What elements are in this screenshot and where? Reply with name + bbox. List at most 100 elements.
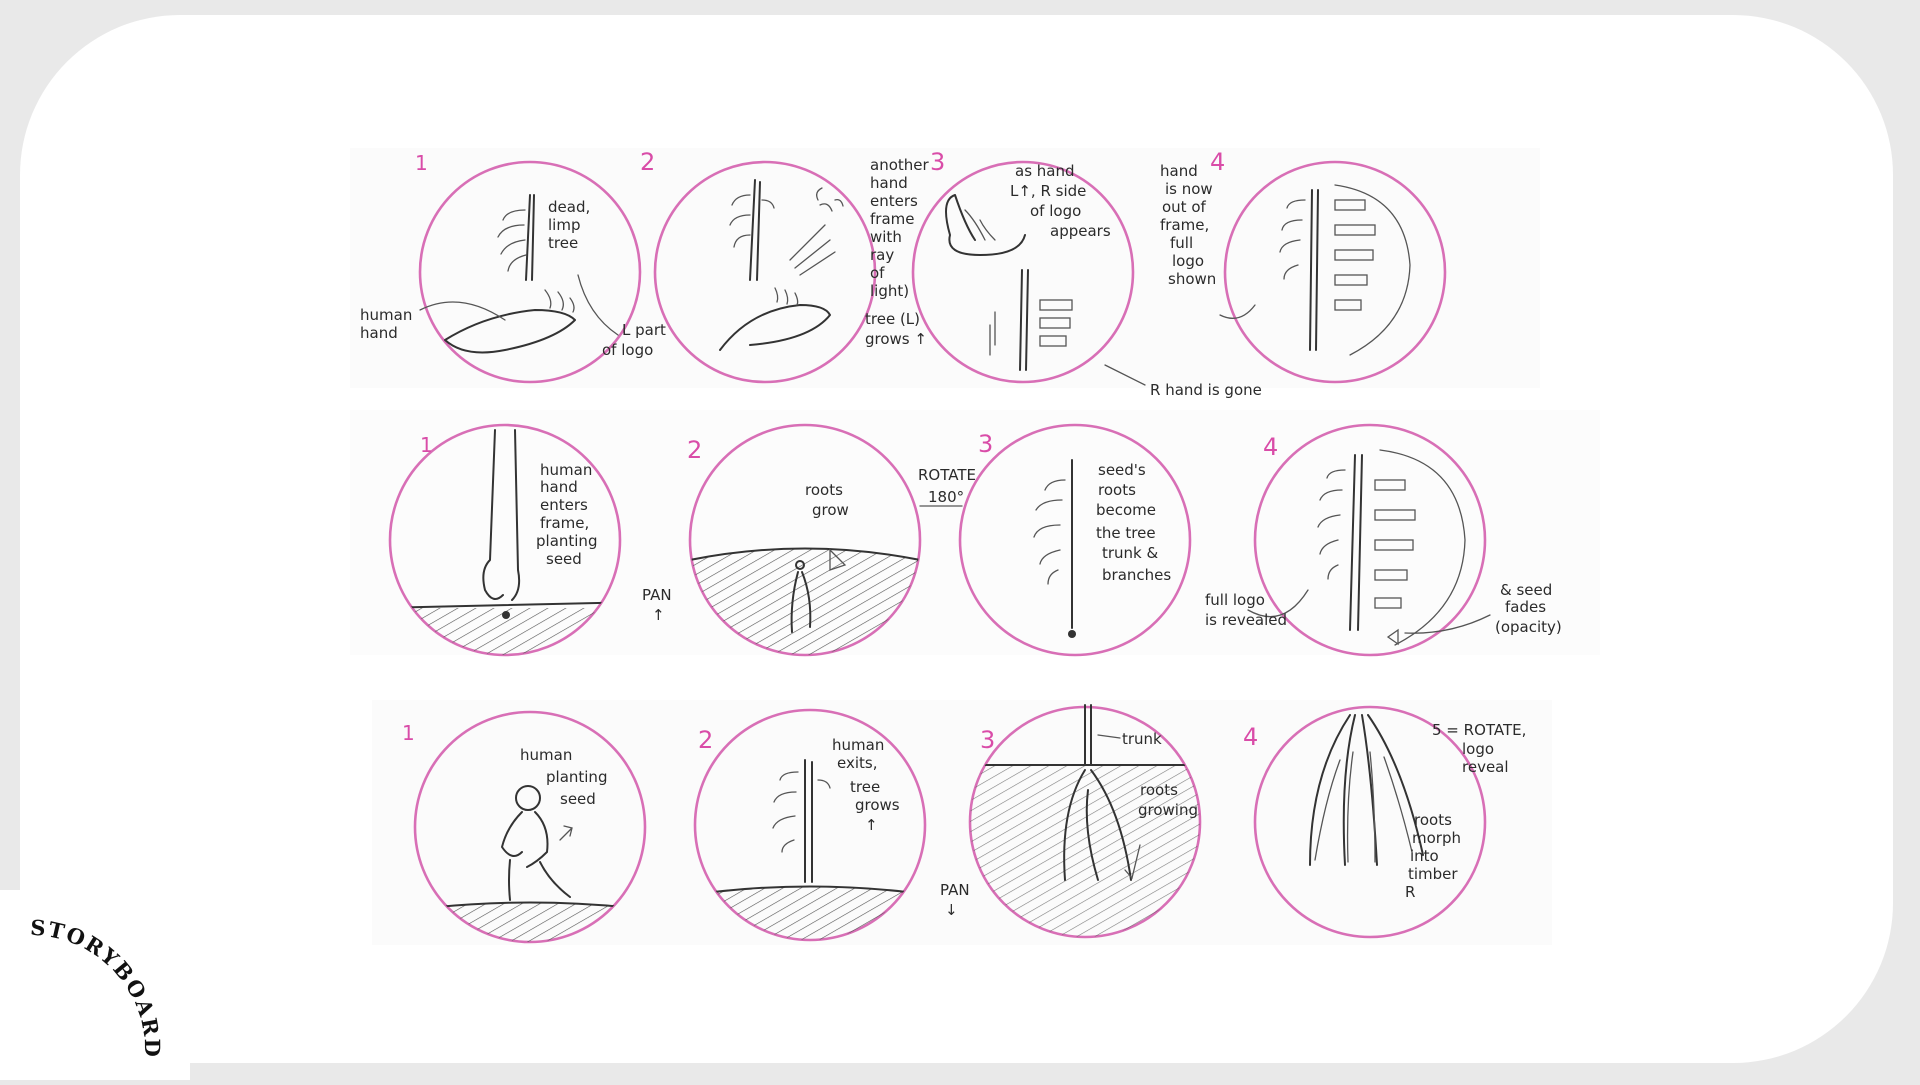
svg-text:roots: roots	[1140, 781, 1178, 799]
svg-text:planting: planting	[546, 768, 607, 786]
svg-text:frame,: frame,	[540, 514, 589, 532]
panel-frame	[418, 160, 642, 384]
row-1-panel-4: 4 hand is now out of frame,	[1160, 148, 1447, 384]
svg-text:fades: fades	[1505, 598, 1546, 616]
svg-text:full: full	[1170, 234, 1193, 252]
svg-text:is now: is now	[1165, 180, 1213, 198]
svg-text:with: with	[870, 228, 902, 246]
row-2-panel-1: 1 human hand enters frame, planting seed	[388, 423, 672, 657]
hand-sketch	[945, 194, 1026, 256]
svg-text:appears: appears	[1050, 222, 1111, 240]
ground-line	[695, 885, 925, 896]
svg-text:morph: morph	[1412, 829, 1461, 847]
panel-number: 3	[978, 430, 993, 458]
svg-text:tree: tree	[548, 234, 578, 252]
svg-text:roots: roots	[1098, 481, 1136, 499]
svg-text:L↑, R side: L↑, R side	[1010, 182, 1086, 200]
svg-text:out of: out of	[1162, 198, 1207, 216]
svg-text:roots: roots	[1414, 811, 1452, 829]
row-1: 1 dead, limp tree human hand L pa	[360, 148, 1447, 399]
svg-text:timber: timber	[1408, 865, 1458, 883]
svg-text:logo: logo	[1172, 252, 1204, 270]
light-ray-sketch	[789, 187, 844, 276]
svg-text:(opacity): (opacity)	[1495, 618, 1562, 636]
logo-left-sketch	[989, 269, 1029, 371]
svg-text:↓: ↓	[945, 901, 958, 919]
logo-right-sketch	[1039, 299, 1073, 347]
svg-text:ray: ray	[870, 246, 894, 264]
svg-text:trunk: trunk	[1122, 730, 1162, 748]
human-sketch	[501, 785, 571, 901]
hand-sketch	[719, 287, 831, 351]
panel-notes: another hand enters frame with ray of li…	[865, 156, 929, 348]
svg-text:human: human	[520, 746, 572, 764]
tree-sketch	[497, 194, 535, 281]
row-1-panel-1: 1 dead, limp tree human hand L pa	[360, 151, 666, 384]
svg-text:180°: 180°	[928, 488, 964, 506]
svg-text:the tree: the tree	[1096, 524, 1156, 542]
seed-dot	[502, 611, 510, 619]
svg-text:planting: planting	[536, 532, 597, 550]
svg-text:seed: seed	[546, 550, 582, 568]
svg-text:shown: shown	[1168, 270, 1216, 288]
svg-text:light): light)	[870, 282, 909, 300]
svg-text:ROTATE: ROTATE	[918, 466, 976, 484]
panel-notes: human planting seed	[520, 746, 607, 808]
annotation-arrow	[1404, 614, 1491, 634]
svg-text:human: human	[540, 461, 592, 479]
panel-notes: full logo is revealed & seed fades (opac…	[1205, 581, 1562, 636]
corner-cover	[0, 890, 190, 1080]
svg-text:trunk &: trunk &	[1102, 544, 1159, 562]
annotation-arrow	[1104, 364, 1146, 386]
svg-text:hand: hand	[360, 324, 398, 342]
svg-text:logo: logo	[1462, 740, 1494, 758]
panel-frame	[1223, 160, 1447, 384]
storyboards-logo: STORYBOARDS	[0, 905, 163, 1059]
logo-sketch	[1279, 184, 1411, 356]
row-1-panel-2: 2 another hand enters frame	[640, 148, 929, 384]
svg-text:PAN: PAN	[940, 881, 970, 899]
svg-text:seed: seed	[560, 790, 596, 808]
svg-text:tree: tree	[850, 778, 880, 796]
ground-hatch	[690, 548, 920, 655]
svg-text:into: into	[1410, 847, 1439, 865]
svg-text:exits,: exits,	[837, 754, 877, 772]
roots-sketch	[790, 571, 812, 633]
panel-notes: roots grow ROTATE 180°	[805, 466, 976, 519]
row-3: 1 human planting seed 2	[402, 704, 1526, 944]
row-3-panel-3: 3 trunk roots growing	[968, 704, 1202, 939]
svg-text:as hand: as hand	[1015, 162, 1075, 180]
panel-number: 1	[420, 433, 433, 457]
row-2-panel-4: 4 full logo is revealed &	[1205, 423, 1562, 657]
svg-text:grow: grow	[812, 501, 849, 519]
svg-text:R hand is gone: R hand is gone	[1150, 381, 1262, 399]
panel-number: 1	[402, 721, 415, 745]
panel-notes: 5 = ROTATE, logo reveal roots morph into…	[1405, 721, 1526, 901]
svg-text:is revealed: is revealed	[1205, 611, 1287, 629]
panel-number: 3	[930, 148, 945, 176]
svg-text:enters: enters	[540, 496, 588, 514]
panel-number: 4	[1210, 148, 1225, 176]
annotation-arrow	[1247, 589, 1309, 618]
svg-text:R: R	[1405, 883, 1415, 901]
svg-text:hand: hand	[1160, 162, 1198, 180]
svg-text:frame,: frame,	[1160, 216, 1209, 234]
svg-text:grows: grows	[855, 796, 900, 814]
hand-sketch	[444, 289, 576, 354]
svg-text:↑: ↑	[652, 606, 665, 624]
svg-text:seed's: seed's	[1098, 461, 1146, 479]
row-2-panel-3: 3 seed's roots become the tree trunk & b…	[958, 423, 1192, 657]
svg-text:5 = ROTATE,: 5 = ROTATE,	[1432, 721, 1526, 739]
panel-number: 4	[1243, 723, 1258, 751]
svg-text:enters: enters	[870, 192, 918, 210]
svg-text:tree (L): tree (L)	[865, 310, 920, 328]
annotation-arrow	[559, 825, 573, 841]
ground-line	[390, 601, 620, 609]
svg-text:reveal: reveal	[1462, 758, 1509, 776]
annotation-arrow	[1219, 304, 1256, 319]
svg-text:human: human	[360, 306, 412, 324]
panel-notes: as hand L↑, R side of logo appears R han…	[1010, 162, 1262, 399]
panel-number: 1	[415, 151, 428, 175]
tree-sketch	[729, 179, 775, 281]
panel-notes: hand is now out of frame, full logo show…	[1160, 162, 1216, 288]
